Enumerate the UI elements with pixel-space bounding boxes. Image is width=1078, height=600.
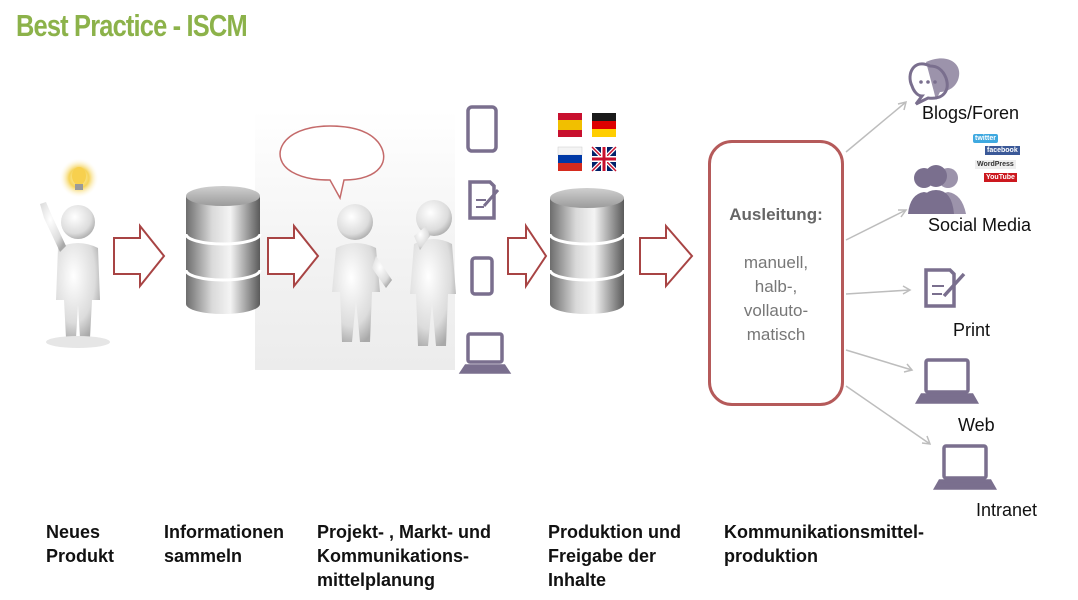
smartphone-icon: [470, 256, 494, 296]
ausleitung-title: Ausleitung:: [729, 205, 823, 224]
channel-label-web: Web: [958, 415, 995, 435]
idea-person-figure: [40, 158, 110, 348]
people-group-icon: [908, 165, 966, 214]
channel-label-blogs: Blogs/Foren: [922, 103, 1020, 123]
tablet-icon: [466, 105, 498, 153]
document-pen-icon: [468, 180, 500, 220]
flag-uk-icon: [590, 145, 618, 173]
youtube-logo: YouTube: [984, 173, 1017, 182]
stage-label-kommunikationsmittel: Kommunikationsmittel- produktion: [724, 522, 925, 566]
channel-label-social-media: Social Media: [928, 215, 1032, 235]
database-icon: [548, 188, 626, 314]
device-icons: [458, 105, 512, 374]
channel-label-print: Print: [953, 320, 991, 340]
page-title: Best Practice - ISCM: [16, 8, 248, 43]
flag-spain-icon: [558, 113, 582, 137]
laptop-icon: [932, 444, 998, 490]
flag-germany-icon: [592, 113, 616, 137]
flow-arrow: [639, 223, 694, 289]
thinking-figures: [279, 125, 456, 346]
ausleitung-box: Ausleitung: manuell, halb-, vollauto- ma…: [708, 140, 844, 406]
flow-arrow: [507, 222, 548, 290]
flow-arrows: [113, 222, 694, 290]
flow-arrow: [267, 223, 320, 289]
flag-russia-icon: [557, 146, 583, 171]
document-pen-icon: [924, 268, 966, 308]
facebook-logo: facebook: [985, 146, 1020, 155]
laptop-icon: [458, 332, 512, 374]
wordpress-logo: WordPress: [975, 160, 1016, 169]
stage-label-produktion: Produktion und Freigabe der Inhalte: [548, 522, 681, 590]
channel-label-intranet: Intranet: [976, 500, 1038, 520]
ausleitung-text: manuell, halb-, vollauto- matisch: [743, 253, 809, 344]
chat-bubbles-icon: [908, 58, 960, 106]
flow-arrow: [113, 223, 166, 289]
database-icon: [184, 186, 262, 314]
twitter-logo: twitter: [973, 134, 998, 143]
channel-connectors: [845, 100, 932, 445]
channel-icons: [908, 58, 998, 490]
stage-label-informationen: Informationen sammeln: [164, 522, 284, 566]
stage-label-neues-produkt: Neues Produkt: [46, 522, 115, 566]
laptop-icon: [914, 358, 980, 404]
language-flags: [557, 113, 618, 173]
stage-label-planung: Projekt- , Markt- und Kommunikations- mi…: [317, 522, 492, 590]
